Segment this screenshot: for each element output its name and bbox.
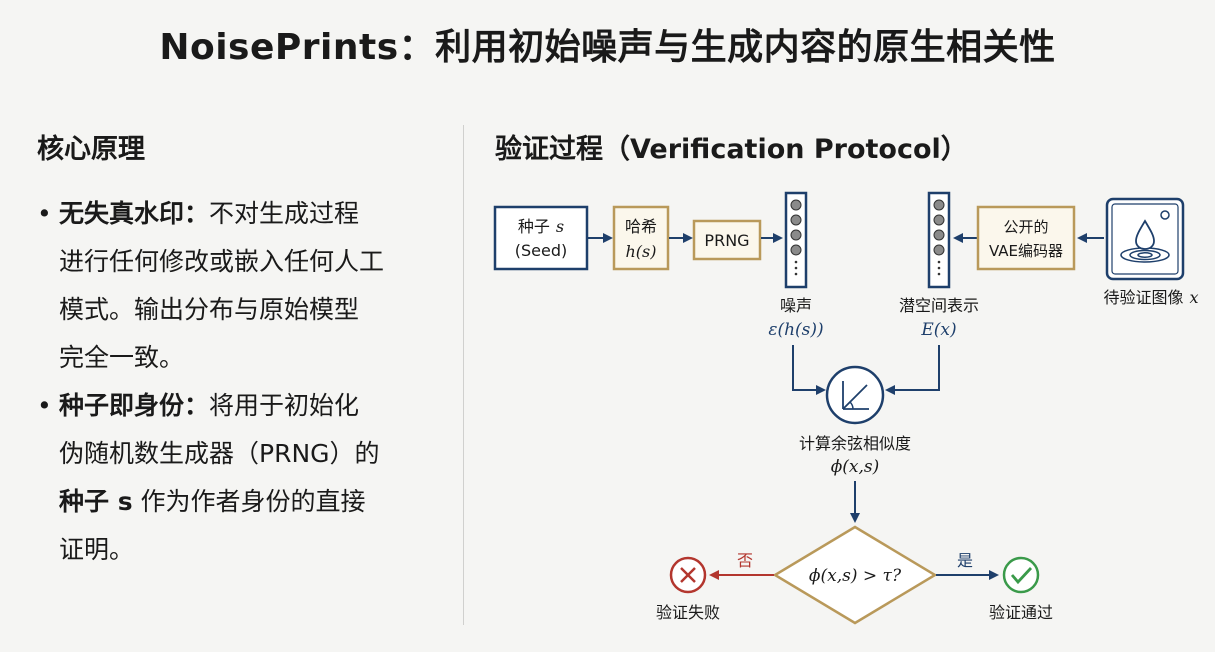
latent-vector-icon xyxy=(927,191,951,289)
cosine-formula: ϕ(x,s) xyxy=(831,457,880,477)
bullet-text: 不对生成过程 xyxy=(209,199,360,228)
column-divider xyxy=(463,125,464,625)
bullet-title: 种子即身份： xyxy=(59,391,210,420)
bullet-text: 模式。输出分布与原始模型 xyxy=(59,295,360,324)
noise-vector-icon xyxy=(784,191,808,289)
bullet-title: 无失真水印： xyxy=(59,199,210,228)
hash-label: 哈希 xyxy=(625,217,657,236)
verification-heading: 验证过程（Verification Protocol） xyxy=(495,134,968,165)
bullet-text: 作为作者身份的直接 xyxy=(132,487,366,516)
no-label: 否 xyxy=(737,551,753,570)
vae-label: 公开的 xyxy=(1003,218,1048,236)
bullet-text: 进行任何修改或嵌入任何人工 xyxy=(59,247,385,276)
noise-label: 噪声 xyxy=(780,296,812,315)
cosine-similarity-icon xyxy=(825,365,885,425)
prng-box: PRNG xyxy=(692,219,762,261)
decision-formula: ϕ(x,s) > τ? xyxy=(809,566,902,586)
arrow-latent-to-cosine xyxy=(885,345,940,395)
yes-label: 是 xyxy=(957,551,973,570)
seed-variable: s xyxy=(556,217,564,236)
prng-label: PRNG xyxy=(704,231,749,250)
bullet-distortion-free: • 无失真水印：不对生成过程 进行任何修改或嵌入任何人工 模式。输出分布与原始模… xyxy=(37,190,447,382)
latent-label: 潜空间表示 xyxy=(899,296,979,315)
image-variable: x xyxy=(1189,288,1198,307)
image-water-drop-icon xyxy=(1105,197,1185,281)
core-principle-heading: 核心原理 xyxy=(37,134,145,165)
seed-label: 种子 xyxy=(518,217,550,236)
seed-box: 种子 s (Seed) xyxy=(493,205,589,271)
latent-formula: E(x) xyxy=(920,320,956,340)
hash-variable: h(s) xyxy=(626,242,657,261)
hash-box: 哈希 h(s) xyxy=(612,205,670,271)
fail-x-icon xyxy=(669,556,707,594)
cosine-label: 计算余弦相似度 xyxy=(799,434,911,453)
bullet-text: 伪随机数生成器（PRNG）的 xyxy=(59,439,380,468)
bullet-dot: • xyxy=(37,199,52,228)
svg-text:种子s: 种子 s xyxy=(518,217,564,236)
bullet-emphasis: 种子 s xyxy=(59,487,133,516)
bullet-text: 完全一致。 xyxy=(59,343,185,372)
decision-diamond: ϕ(x,s) > τ? xyxy=(772,525,938,625)
principle-list: • 无失真水印：不对生成过程 进行任何修改或嵌入任何人工 模式。输出分布与原始模… xyxy=(37,190,447,574)
noise-formula: ε(h(s)) xyxy=(768,320,823,340)
arrow-noise-to-cosine xyxy=(792,345,826,395)
bullet-dot: • xyxy=(37,391,52,420)
seed-sublabel: (Seed) xyxy=(515,241,567,260)
pass-check-icon xyxy=(1002,556,1040,594)
bullet-text: 将用于初始化 xyxy=(209,391,360,420)
page-title: NoisePrints：利用初始噪声与生成内容的原生相关性 xyxy=(159,27,1056,68)
bullet-seed-identity: • 种子即身份：将用于初始化 伪随机数生成器（PRNG）的 种子 s 作为作者身… xyxy=(37,382,447,574)
vae-sublabel: VAE编码器 xyxy=(989,242,1063,260)
pass-label: 验证通过 xyxy=(989,603,1053,622)
bullet-text: 证明。 xyxy=(59,535,135,564)
vae-encoder-box: 公开的 VAE编码器 xyxy=(976,205,1076,271)
fail-label: 验证失败 xyxy=(656,603,720,622)
image-label: 待验证图像 xyxy=(1103,288,1183,307)
